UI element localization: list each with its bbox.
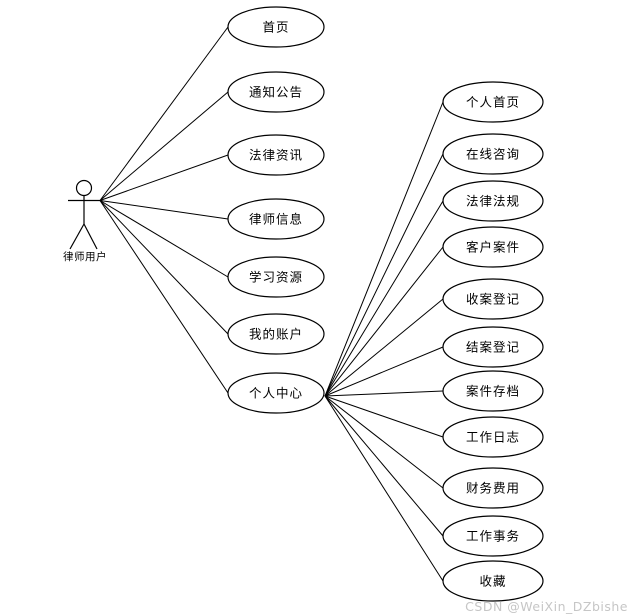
use-case-label: 工作日志	[466, 430, 520, 445]
hub-association-edge	[324, 246, 444, 397]
use-case-ellipse	[227, 71, 325, 113]
use-case-label: 工作事务	[466, 529, 520, 544]
use-case-label: 在线咨询	[466, 147, 520, 162]
primary-use-case-node: 我的账户	[227, 313, 325, 355]
actor-association-edge	[99, 26, 229, 201]
use-case-label: 客户案件	[466, 240, 520, 255]
use-case-ellipse	[442, 278, 544, 320]
use-case-label: 首页	[262, 20, 289, 35]
actor-leg-left	[69, 223, 85, 250]
use-case-ellipse	[442, 515, 544, 557]
use-case-ellipse	[227, 134, 325, 176]
secondary-use-case-node: 个人首页	[442, 81, 544, 123]
use-case-label: 律师信息	[249, 212, 303, 227]
actor-figure	[68, 179, 100, 250]
secondary-use-case-node: 工作日志	[442, 416, 544, 458]
secondary-use-case-node: 收藏	[442, 560, 544, 602]
use-case-label: 财务费用	[466, 481, 520, 496]
watermark: CSDN @WeiXin_DZbishe	[465, 598, 628, 614]
primary-use-case-node: 个人中心	[227, 372, 325, 414]
primary-use-case-node: 法律资讯	[227, 134, 325, 176]
edges-layer	[99, 26, 444, 582]
actor-association-edge	[99, 200, 229, 335]
secondary-use-case-node: 财务费用	[442, 467, 544, 509]
actor-label: 律师用户	[63, 250, 107, 263]
hub-association-edge	[324, 395, 444, 537]
use-case-ellipse	[442, 133, 544, 175]
actor-leg-right	[83, 223, 98, 250]
use-case-ellipse	[442, 560, 544, 602]
hub-association-edge	[324, 395, 444, 438]
use-case-ellipse	[442, 326, 544, 368]
hub-association-edge	[324, 200, 444, 397]
use-case-ellipse	[227, 6, 325, 48]
use-case-label: 个人中心	[249, 386, 303, 401]
primary-use-case-node: 学习资源	[227, 256, 325, 298]
use-case-label: 通知公告	[249, 85, 303, 100]
actor-head	[75, 179, 93, 197]
secondary-use-case-node: 在线咨询	[442, 133, 544, 175]
primary-use-case-node: 律师信息	[227, 198, 325, 240]
secondary-use-case-node: 工作事务	[442, 515, 544, 557]
use-case-label: 结案登记	[466, 340, 520, 355]
secondary-use-case-node: 收案登记	[442, 278, 544, 320]
secondary-use-case-node: 法律法规	[442, 180, 544, 222]
secondary-use-case-node: 结案登记	[442, 326, 544, 368]
actor-association-edge	[99, 154, 229, 201]
hub-association-edge	[324, 153, 444, 397]
use-case-label: 收藏	[479, 574, 506, 589]
actor-association-edge	[99, 200, 229, 220]
hub-association-edge	[324, 390, 444, 397]
actor-association-edge	[99, 200, 229, 278]
use-case-ellipse	[442, 416, 544, 458]
use-case-label: 法律法规	[466, 194, 520, 209]
actor-association-edge	[99, 200, 229, 394]
use-case-label: 法律资讯	[249, 148, 303, 163]
hub-association-edge	[324, 298, 444, 397]
use-case-label: 案件存档	[466, 384, 520, 399]
use-case-ellipse	[442, 81, 544, 123]
hub-association-edge	[324, 346, 444, 397]
use-case-ellipse	[442, 226, 544, 268]
hub-association-edge	[324, 395, 444, 582]
primary-use-case-node: 首页	[227, 6, 325, 48]
use-case-ellipse	[227, 372, 325, 414]
use-case-ellipse	[227, 198, 325, 240]
use-case-label: 我的账户	[249, 327, 303, 342]
use-case-ellipse	[442, 370, 544, 412]
use-case-ellipse	[442, 467, 544, 509]
use-case-label: 收案登记	[466, 292, 520, 307]
use-case-ellipse	[227, 256, 325, 298]
hub-association-edge	[324, 395, 444, 489]
secondary-use-case-node: 案件存档	[442, 370, 544, 412]
use-case-label: 个人首页	[466, 95, 520, 110]
use-case-ellipse	[227, 313, 325, 355]
primary-use-case-node: 通知公告	[227, 71, 325, 113]
use-case-ellipse	[442, 180, 544, 222]
hub-association-edge	[324, 101, 444, 397]
actor-association-edge	[99, 91, 229, 201]
use-case-label: 学习资源	[249, 270, 303, 285]
secondary-use-case-node: 客户案件	[442, 226, 544, 268]
